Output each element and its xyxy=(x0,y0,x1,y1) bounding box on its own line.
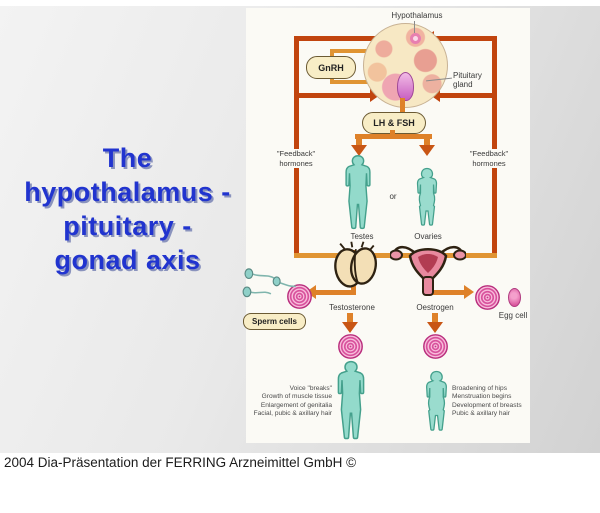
hypothalamus-label: Hypothalamus xyxy=(391,11,443,20)
testosterone-label: Testosterone xyxy=(329,303,375,312)
ovaries-label: Ovaries xyxy=(414,232,442,241)
title-line: gonad axis xyxy=(54,245,201,275)
oestrogen-label: Oestrogen xyxy=(416,303,454,312)
female-figure-icon xyxy=(413,163,441,231)
hypothalamus-dot-icon xyxy=(410,33,421,44)
feedback-label-left: "Feedback" hormones xyxy=(263,149,329,168)
down-arrow-shaft xyxy=(347,313,353,323)
feedback-line-top-right xyxy=(434,36,497,41)
fork-stem-line xyxy=(390,130,395,137)
female-effects-list: Broadening of hips Menstruation begins D… xyxy=(452,385,547,418)
footer-credit: 2004 Dia-Präsentation der FERRING Arznei… xyxy=(4,455,357,470)
slide-title: The hypothalamus - pituitary - gonad axi… xyxy=(15,141,240,277)
gnrh-pill: GnRH xyxy=(306,56,356,79)
egg-cell-label: Egg cell xyxy=(498,311,528,320)
arrow-down-icon xyxy=(419,145,435,156)
pituitary-stem-line xyxy=(400,98,405,114)
male-effect-item: Facial, pubic & axillary hair xyxy=(253,409,332,417)
pituitary-icon xyxy=(397,72,414,101)
female-effect-item: Development of breasts xyxy=(452,401,522,409)
male-effect-item: Enlargement of genitalia xyxy=(260,401,332,409)
female-effect-item: Menstruation begins xyxy=(452,393,512,401)
arrow-right-icon xyxy=(464,285,474,299)
arrow-down-icon xyxy=(351,145,367,156)
fork-left-shaft xyxy=(356,138,362,146)
testes-label: Testes xyxy=(350,232,374,241)
title-line: pituitary - xyxy=(63,211,192,241)
sperm-cells-pill: Sperm cells xyxy=(243,313,306,330)
or-label: or xyxy=(389,192,397,201)
male-effect-item: Growth of muscle tissue xyxy=(261,393,332,401)
male-figure-icon xyxy=(341,152,375,232)
feedback-label-right: "Feedback" hormones xyxy=(456,149,522,168)
fork-right-shaft xyxy=(424,138,430,146)
testes-icon xyxy=(334,241,377,288)
feedback-line-pituitary-left xyxy=(294,93,370,98)
egg-cell-icon xyxy=(508,288,521,307)
feedback-label-line: "Feedback" xyxy=(276,149,316,158)
feedback-line-top-left xyxy=(294,36,396,41)
hormone-rings-icon xyxy=(474,284,501,311)
feedback-line-right xyxy=(492,36,497,258)
female-effect-item: Broadening of hips xyxy=(452,385,507,392)
oestrogen-arrow-line xyxy=(427,290,464,295)
male-effects-list: Voice "breaks" Growth of muscle tissue E… xyxy=(236,385,332,418)
female-figure-icon xyxy=(422,366,451,436)
gnrh-loop-bottom xyxy=(330,80,370,84)
title-line: hypothalamus - xyxy=(24,177,231,207)
ovaries-icon xyxy=(390,245,466,296)
down-arrow-shaft xyxy=(432,313,438,323)
arrow-down-icon xyxy=(342,322,358,333)
feedback-line-pituitary-right xyxy=(440,93,497,98)
pituitary-gland-label-line: Pituitary xyxy=(453,71,482,80)
leader-line xyxy=(414,21,415,33)
pituitary-gland-label: Pituitary gland xyxy=(453,71,493,89)
title-line: The xyxy=(102,143,153,173)
feedback-label-line: "Feedback" xyxy=(469,149,509,158)
arrow-down-icon xyxy=(427,322,443,333)
male-effect-item: Voice "breaks" xyxy=(289,385,332,392)
feedback-line-left xyxy=(294,36,299,258)
male-figure-icon xyxy=(333,359,369,441)
feedback-label-line: hormones xyxy=(279,158,313,168)
feedback-label-line: hormones xyxy=(472,158,506,168)
hormone-rings-icon xyxy=(422,333,449,360)
female-effect-item: Pubic & axillary hair xyxy=(452,409,510,417)
pituitary-gland-label-line: gland xyxy=(453,80,473,89)
sperm-cells-icon xyxy=(242,268,296,298)
fork-bar-line xyxy=(355,134,432,139)
hormone-rings-icon xyxy=(337,333,364,360)
testosterone-arrow-line xyxy=(316,290,356,295)
